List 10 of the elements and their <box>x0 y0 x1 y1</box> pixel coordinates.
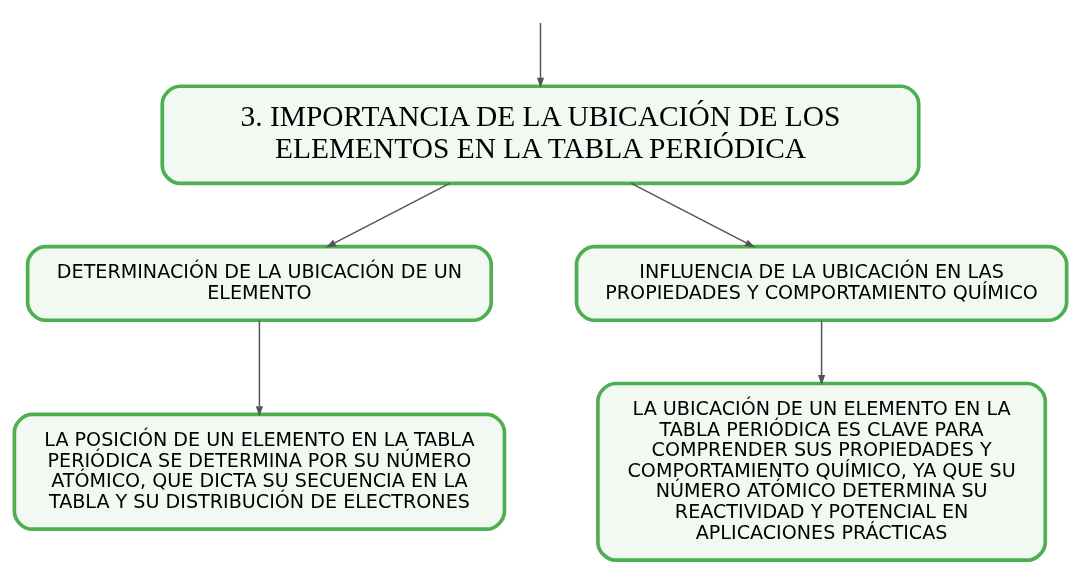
node-box: INFLUENCIA DE LA UBICACIÓN EN LAS PROPIEDADES Y COMPORTAMIENTO QUÍMICO <box>574 244 1069 322</box>
node-box: LA UBICACIÓN DE UN ELEMENTO EN LA TABLA PERIÓDICA ES CLAVE PARA COMPRENDER SUS PROPIEDADES Y COMPORTAMIENTO QUÍMICO, YA QUE SU NÚMERO ATÓMICO DETERMINA SU REACTIVIDAD Y POTENCIAL EN APLICACIONES PRÁCTICAS <box>596 381 1048 562</box>
node-box: LA POSICIÓN DE UN ELEMENTO EN LA TABLA PERIÓDICA SE DETERMINA POR SU NÚMERO ATÓMICO, QUE DICTA SU SECUENCIA EN LA TABLA Y SU DISTRIBUCIÓN DE ELECTRONES <box>12 412 507 531</box>
arrow <box>536 21 545 88</box>
arrow <box>325 182 451 248</box>
arrow <box>818 319 826 385</box>
arrow <box>630 182 756 248</box>
node-box: 3. IMPORTANCIA DE LA UBICACIÓN DE LOS ELEMENTOS EN LA TABLA PERIÓDICA <box>160 83 921 185</box>
node-box: DETERMINACIÓN DE LA UBICACIÓN DE UN ELEMENTO <box>25 244 494 322</box>
arrow <box>255 319 263 416</box>
